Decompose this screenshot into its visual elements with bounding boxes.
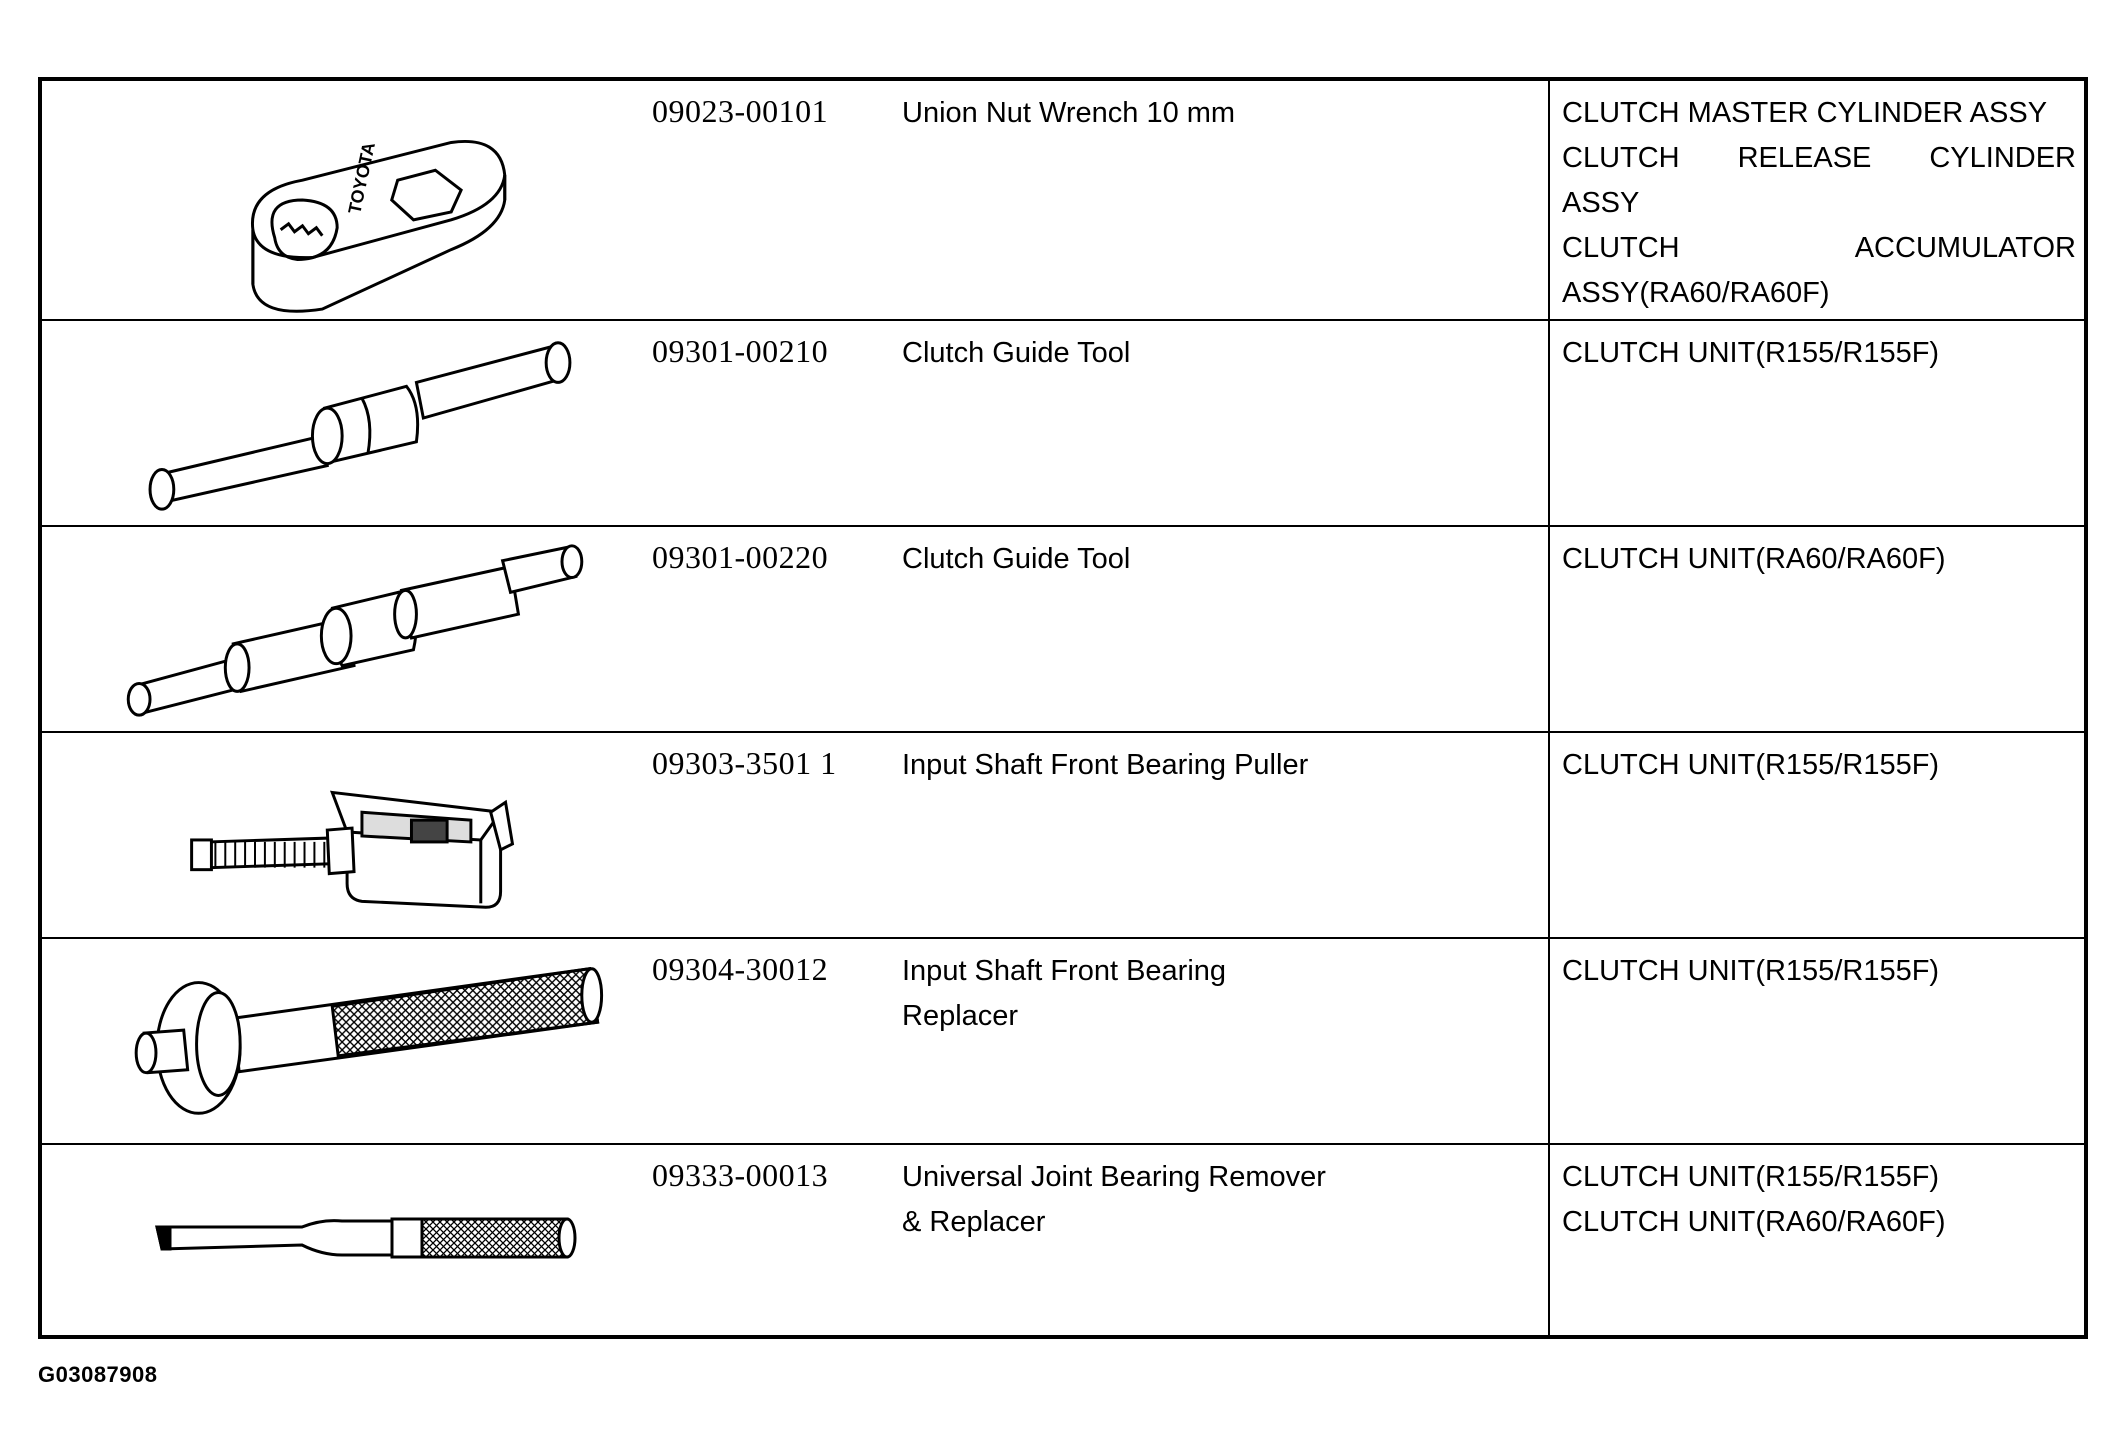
applies-line: CLUTCH MASTER CYLINDER ASSY — [1562, 97, 2048, 129]
figure-code: G03087908 — [38, 1362, 158, 1387]
tool-name-line: Union Nut Wrench 10 mm — [902, 97, 1236, 129]
union-nut-wrench-icon: TOYOTA — [62, 81, 652, 319]
tool-name: Input Shaft Front Bearing Replacer — [902, 949, 1462, 1039]
clutch-guide-tool-icon — [62, 321, 652, 525]
tool-name: Universal Joint Bearing Remover & Replac… — [902, 1155, 1462, 1245]
joint-bearing-remover-icon — [62, 1145, 652, 1339]
clutch-guide-tool-stepped-icon — [62, 527, 652, 731]
applies-line: CLUTCH ACCUMULATOR — [1562, 232, 2076, 264]
applies-line: ASSY(RA60/RA60F) — [1562, 277, 1830, 309]
table-row: 09303-3501 1 Input Shaft Front Bearing P… — [42, 733, 2084, 939]
special-tools-table: TOYOTA 09023-00101 Union Nut Wrench 10 m… — [38, 77, 2088, 1339]
tool-name-line: Clutch Guide Tool — [902, 543, 1131, 575]
part-number: 09301-00220 — [652, 539, 829, 575]
applies-line: CLUTCH RELEASE CYLINDER — [1562, 142, 2076, 174]
part-number: 09333-00013 — [652, 1157, 829, 1193]
table-row: 09333-00013 Universal Joint Bearing Remo… — [42, 1145, 2084, 1339]
applies-line: CLUTCH UNIT(R155/R155F) — [1562, 337, 1940, 369]
applies-line: CLUTCH UNIT(R155/R155F) — [1562, 749, 1940, 781]
part-number: 09301-00210 — [652, 333, 829, 369]
applies-to: CLUTCH UNIT(R155/R155F) CLUTCH UNIT(RA60… — [1562, 1155, 2076, 1245]
part-number: 09304-30012 — [652, 951, 829, 987]
part-number: 09023-00101 — [652, 93, 829, 129]
table-row: 09301-00210 Clutch Guide Tool CLUTCH UNI… — [42, 321, 2084, 527]
applies-line: CLUTCH UNIT(RA60/RA60F) — [1562, 543, 1946, 575]
tool-name: Input Shaft Front Bearing Puller — [902, 743, 1462, 788]
table-row: TOYOTA 09023-00101 Union Nut Wrench 10 m… — [42, 81, 2084, 321]
tool-name-line: & Replacer — [902, 1206, 1046, 1238]
applies-to: CLUTCH UNIT(R155/R155F) — [1562, 743, 2076, 788]
column-divider — [1548, 81, 1550, 1335]
applies-to: CLUTCH UNIT(RA60/RA60F) — [1562, 537, 2076, 582]
applies-to: CLUTCH UNIT(R155/R155F) — [1562, 331, 2076, 376]
applies-line: CLUTCH UNIT(RA60/RA60F) — [1562, 1206, 1946, 1238]
tool-name-line: Input Shaft Front Bearing — [902, 955, 1227, 987]
applies-line: CLUTCH UNIT(R155/R155F) — [1562, 1161, 1940, 1193]
table-row: 09304-30012 Input Shaft Front Bearing Re… — [42, 939, 2084, 1145]
applies-line: CLUTCH UNIT(R155/R155F) — [1562, 955, 1940, 987]
tool-name-line: Replacer — [902, 1000, 1019, 1032]
tool-name-line: Clutch Guide Tool — [902, 337, 1131, 369]
tool-name: Union Nut Wrench 10 mm — [902, 91, 1462, 136]
tool-name-line: Universal Joint Bearing Remover — [902, 1161, 1326, 1193]
bearing-puller-icon — [62, 733, 652, 937]
bearing-replacer-icon — [62, 939, 652, 1143]
tool-name: Clutch Guide Tool — [902, 331, 1462, 376]
part-number: 09303-3501 1 — [652, 745, 837, 781]
tool-name-line: Input Shaft Front Bearing Puller — [902, 749, 1309, 781]
applies-line: ASSY — [1562, 187, 1640, 219]
table-row: 09301-00220 Clutch Guide Tool CLUTCH UNI… — [42, 527, 2084, 733]
applies-to: CLUTCH UNIT(R155/R155F) — [1562, 949, 2076, 994]
applies-to: CLUTCH MASTER CYLINDER ASSY CLUTCH RELEA… — [1562, 91, 2076, 316]
tool-name: Clutch Guide Tool — [902, 537, 1462, 582]
